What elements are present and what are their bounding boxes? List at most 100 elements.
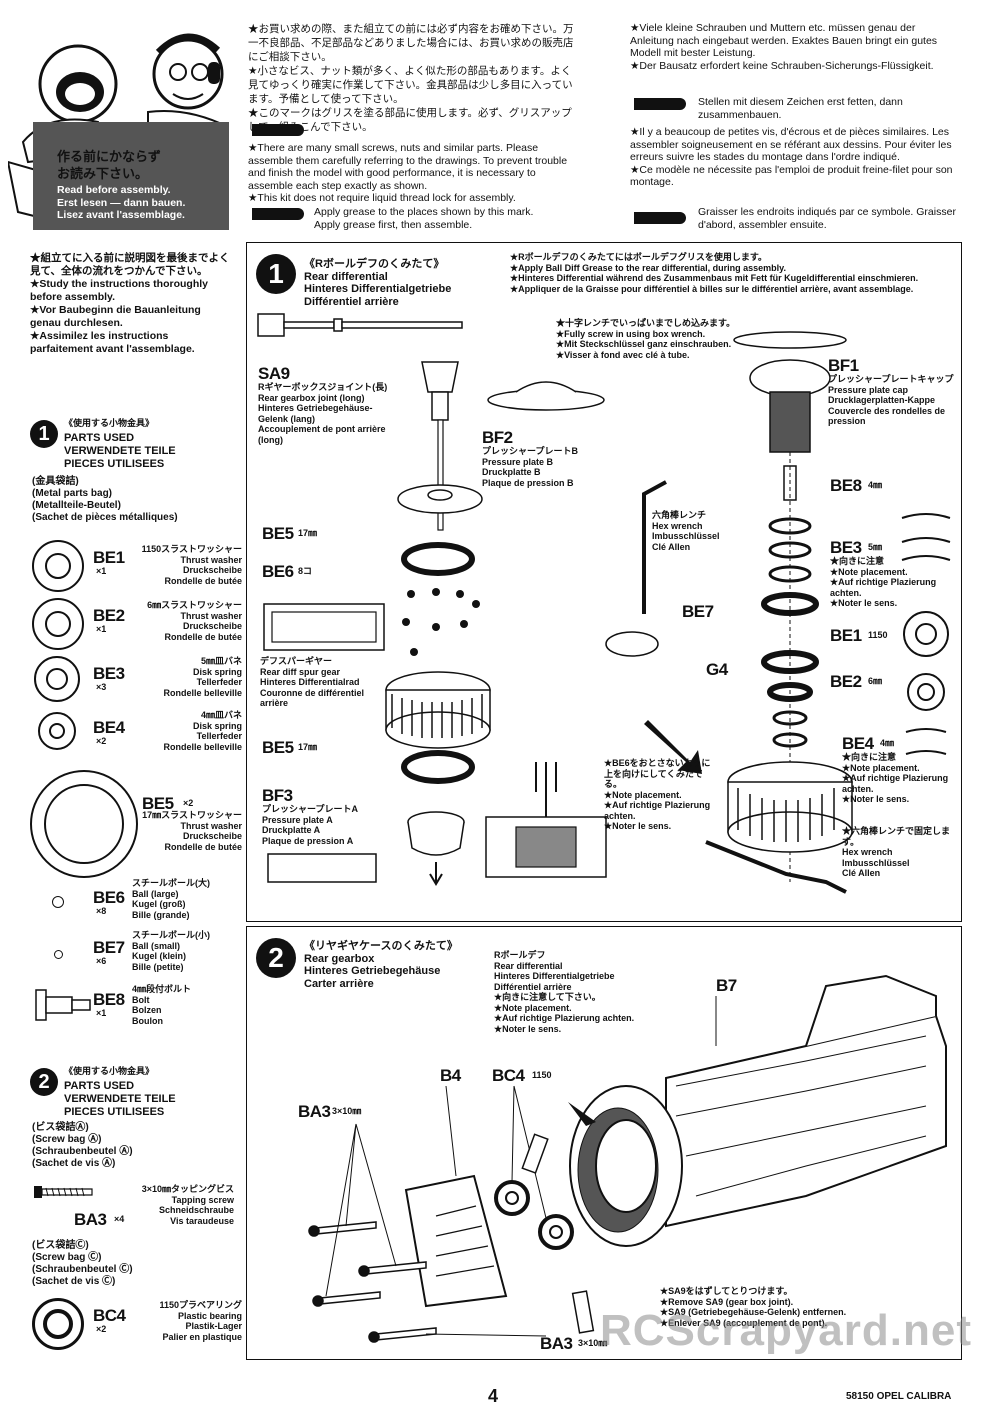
step2-parts-number: 2 [30, 1068, 58, 1096]
intro-de-text: ★Viele kleine Schrauben und Muttern etc.… [630, 22, 938, 72]
be5-washer [30, 770, 138, 878]
step1-number: 1 [256, 254, 296, 294]
ba3-qty: ×4 [114, 1214, 125, 1224]
bc4-desc: 1150プラベアリング Plastic bearing Plastik-Lage… [159, 1300, 242, 1342]
be7-ball [54, 950, 63, 959]
step1-parts-title: PARTS USED VERWENDETE TEILE PIECES UTILI… [64, 432, 176, 470]
step1-diagram [257, 313, 951, 894]
be8-desc: 4㎜段付ボルト Bolt Bolzen Boulon [132, 984, 192, 1026]
be1-code: BE1 [93, 548, 125, 567]
be3-label: BE3 [830, 538, 862, 557]
remove-sa9-note: ★SA9をはずしてとりつけます。 ★Remove SA9 (gear box j… [660, 1286, 847, 1328]
diff-gear-desc: デフスパーギヤー Rear diff spur gear Hinteres Di… [260, 656, 365, 708]
read-before-banner: 作る前にかならず お読み下さい。 Read before assembly. E… [33, 122, 229, 230]
step2-parts-bag-a: (ビス袋詰Ⓐ) (Screw bag Ⓐ) (Schraubenbeutel Ⓐ… [32, 1122, 133, 1169]
bf2-desc: プレッシャープレートB Pressure plate B Druckplatte… [482, 446, 578, 488]
be2-qty: ×1 [96, 624, 107, 634]
bf3-desc: プレッシャープレートA Pressure plate A Druckplatte… [262, 804, 358, 846]
be3-desc: 5㎜皿バネ Disk spring Tellerfeder Rondelle b… [163, 656, 242, 698]
step1-panel [246, 242, 962, 922]
be6-code: BE6 [93, 888, 125, 907]
be2-size: 6㎜ [868, 676, 883, 686]
be5-desc: 17㎜スラストワッシャー Thrust washer Druckscheibe … [142, 810, 242, 852]
page-number: 4 [488, 1386, 499, 1406]
ba3-size-top: 3×10㎜ [332, 1106, 362, 1116]
step1-parts-number: 1 [30, 420, 58, 448]
step1-title: 《Rボールデフのくみたて》 Rear differential Hinteres… [304, 258, 452, 308]
be5-label-top: BE5 [262, 524, 294, 543]
be5-size-bottom: 17㎜ [298, 742, 318, 752]
step2-title: 《リヤギヤケースのくみたて》 Rear gearbox Hinteres Get… [304, 940, 458, 990]
banner-jp: 作る前にかならず お読み下さい。 [57, 149, 161, 181]
bc4-code: BC4 [93, 1306, 126, 1325]
bf1-desc: プレッシャープレートキャップ Pressure plate cap Druckl… [828, 374, 954, 426]
step1-grease-note: ★Rボールデフのくみたてにはボールデフグリスを使用します。 ★Apply Bal… [510, 252, 919, 294]
be7-desc: スチールボール(小) Ball (small) Kugel (klein) Bi… [132, 930, 210, 972]
be6-ball [52, 896, 64, 908]
step2-parts-title: PARTS USED VERWENDETE TEILE PIECES UTILI… [64, 1080, 176, 1118]
be8-code: BE8 [93, 990, 125, 1009]
bf3-label: BF3 [262, 786, 293, 805]
be6-desc: スチールボール(大) Ball (large) Kugel (groß) Bil… [132, 878, 210, 920]
step1-screw-note: ★十字レンチでいっぱいまでしめ込みます。 ★Fully screw in usi… [556, 318, 736, 360]
be6-qty: ×8 [96, 906, 107, 916]
bf1-label: BF1 [828, 356, 859, 375]
be4-label: BE4 [842, 734, 874, 753]
model-name: 58150 OPEL CALIBRA [846, 1391, 952, 1402]
grease-mark-3 [634, 98, 686, 110]
be4-qty: ×2 [96, 736, 107, 746]
bc4-bearing [32, 1298, 84, 1350]
ba3-desc: 3×10㎜タッピングビス Tapping screw Schneidschrau… [141, 1184, 234, 1226]
be1-size: 1150 [868, 630, 888, 640]
be3-washer [34, 656, 80, 702]
step2-diagram [308, 974, 947, 1343]
ba3-label-top: BA3 [298, 1102, 331, 1121]
hex-fix-note: ★六角棒レンチで固定します。 Hex wrench Imbusschlüssel… [842, 826, 951, 878]
be8-bolt [34, 988, 94, 1022]
be5-qty: ×2 [183, 798, 194, 808]
be2-washer [32, 598, 84, 650]
be1-label: BE1 [830, 626, 862, 645]
be3-code: BE3 [93, 664, 125, 683]
grease-mark-1 [252, 124, 304, 136]
be2-code: BE2 [93, 606, 125, 625]
hex-wrench-desc: 六角棒レンチ Hex wrench Imbusschlüssel Clé All… [652, 510, 720, 552]
be5-label-bottom: BE5 [262, 738, 294, 757]
be2-desc: 6㎜スラストワッシャー Thrust washer Druckscheibe R… [147, 600, 242, 642]
b4-label: B4 [440, 1066, 461, 1085]
be3-placement: ★向きに注意 ★Note placement. ★Auf richtige Pl… [830, 556, 937, 608]
be4-desc: 4㎜皿バネ Disk spring Tellerfeder Rondelle b… [163, 710, 242, 752]
be7-label: BE7 [682, 602, 714, 621]
be7-code: BE7 [93, 938, 125, 957]
grease-mark-2 [252, 208, 304, 220]
rear-diff-note: Rボールデフ Rear differential Hinteres Differ… [494, 950, 635, 1034]
be4-size: 4㎜ [880, 738, 895, 748]
sidebar-intro: ★組立てに入る前に説明図を最後までよく見て、全体の流れをつかんで下さい。 ★St… [30, 252, 230, 355]
be7-qty: ×6 [96, 956, 107, 966]
be5-size-top: 17㎜ [298, 528, 318, 538]
be6-label: BE6 [262, 562, 294, 581]
grease-mark-4 [634, 212, 686, 224]
step2-parts-title-jp: 《使用する小物金具》 [64, 1066, 155, 1076]
b7-label: B7 [716, 976, 737, 995]
be5-code: BE5 [142, 794, 174, 813]
be2-label: BE2 [830, 672, 862, 691]
be1-washer [32, 540, 84, 592]
watermark: RCScrapyard.net [600, 1306, 973, 1355]
be3-size: 5㎜ [868, 542, 883, 552]
g4-label: G4 [706, 660, 728, 679]
bf2-label: BF2 [482, 428, 513, 447]
be4-placement: ★向きに注意 ★Note placement. ★Auf richtige Pl… [842, 752, 949, 804]
step1-parts-bag: (金具袋詰) (Metal parts bag) (Metallteile-Be… [32, 476, 178, 523]
step2-panel [246, 926, 962, 1360]
be3-qty: ×3 [96, 682, 107, 692]
be8-label: BE8 [830, 476, 862, 495]
bc4-label: BC4 [492, 1066, 525, 1085]
intro-fr-text: ★Il y a beaucoup de petites vis, d'écrou… [630, 126, 953, 188]
ba3-size-bottom: 3×10㎜ [578, 1338, 608, 1348]
sa9-desc: Rギヤーボックスジョイント(長) Rear gearbox joint (lon… [258, 382, 388, 445]
intro-jp-text: ★お買い求めの際、また組立ての前には必ず内容をお確め下さい。万一不良部品、不足部… [248, 23, 574, 133]
intro-fr-grease: Graisser les endroits indiqués par ce sy… [698, 206, 956, 231]
be1-qty: ×1 [96, 566, 107, 576]
be4-washer [38, 712, 76, 750]
